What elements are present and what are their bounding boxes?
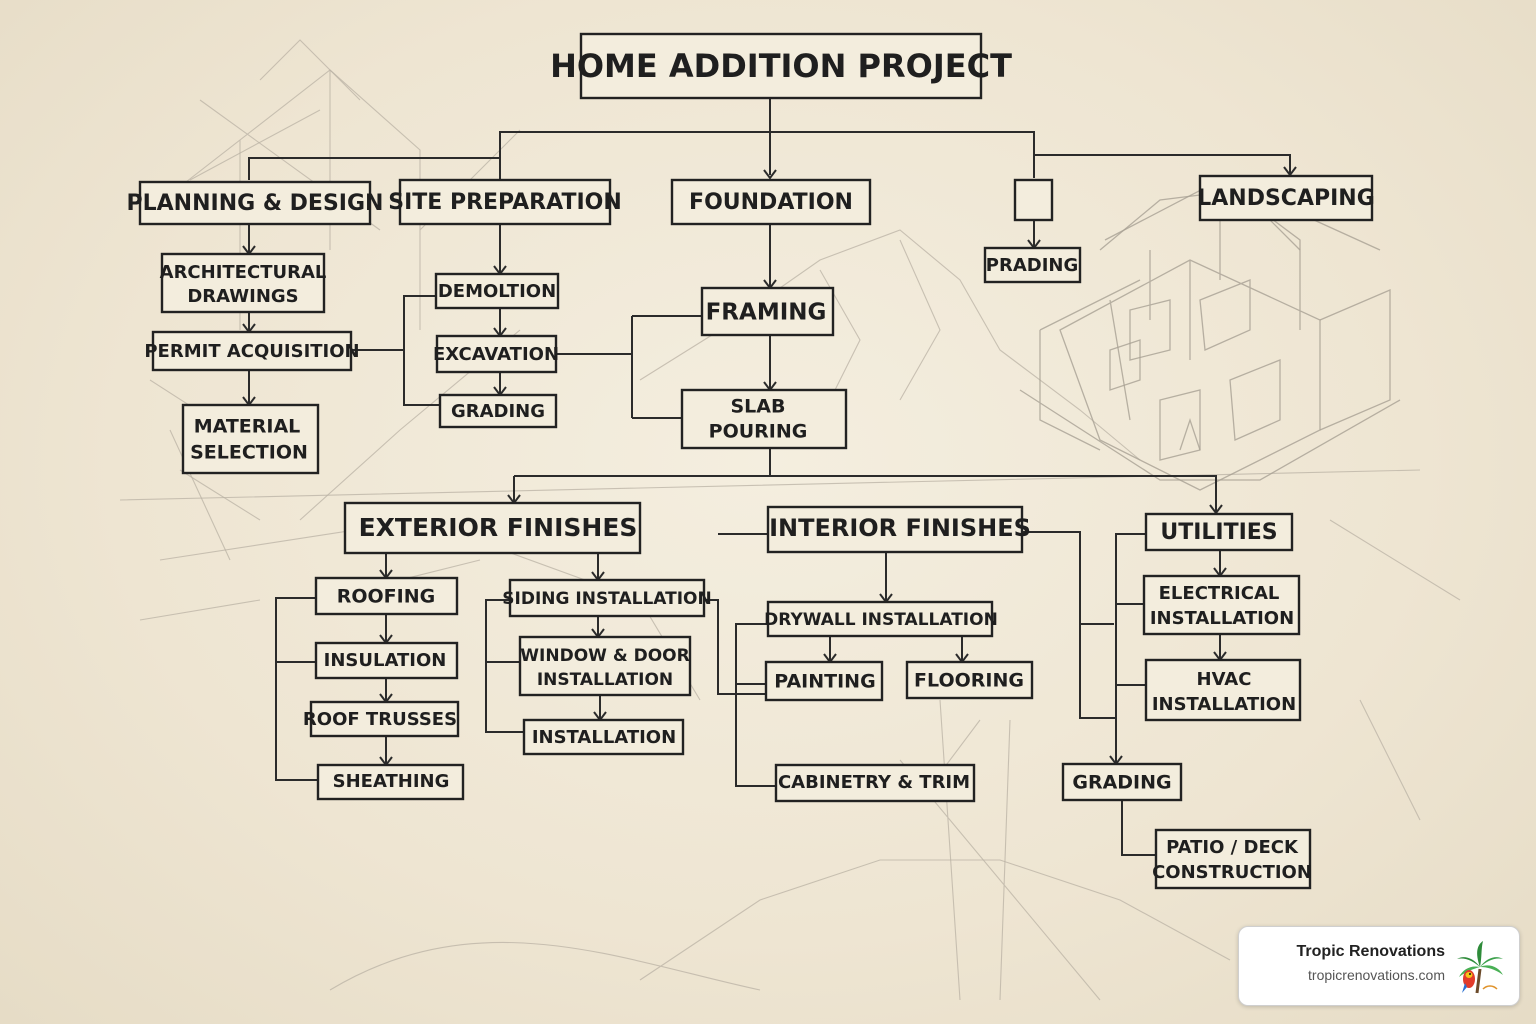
svg-text:UTILITIES: UTILITIES [1160, 520, 1277, 545]
svg-text:ELECTRICAL: ELECTRICAL [1159, 583, 1280, 604]
svg-text:EXCAVATION: EXCAVATION [433, 344, 559, 365]
svg-text:SLAB: SLAB [731, 396, 786, 418]
node-roof-trusses: ROOF TRUSSES [303, 700, 460, 738]
svg-text:SITE PREPARATION: SITE PREPARATION [388, 190, 622, 215]
node-electrical-installation: ELECTRICAL INSTALLATION [1142, 574, 1301, 636]
svg-text:FOUNDATION: FOUNDATION [689, 190, 853, 215]
node-flooring: FLOORING [905, 660, 1034, 700]
node-siding-installation: SIDING INSTALLATION [502, 578, 712, 618]
svg-text:ROOF TRUSSES: ROOF TRUSSES [303, 709, 457, 730]
svg-text:WINDOW & DOOR: WINDOW & DOOR [520, 646, 689, 666]
node-slab-pouring: SLAB POURING [680, 388, 848, 450]
svg-text:INSULATION: INSULATION [324, 650, 447, 671]
node-exterior-finishes: EXTERIOR FINISHES [343, 501, 642, 555]
svg-text:PRADING: PRADING [986, 255, 1078, 276]
svg-text:INSTALLATION: INSTALLATION [532, 727, 676, 748]
node-grading-landscape: GRADING [1061, 762, 1183, 802]
svg-text:PAINTING: PAINTING [774, 671, 875, 693]
node-interior-finishes: INTERIOR FINISHES [766, 505, 1031, 554]
background-sketch [119, 39, 1461, 1001]
node-window-door-installation: WINDOW & DOOR INSTALLATION [518, 635, 692, 697]
node-planning-design: PLANNING & DESIGN [127, 180, 384, 226]
svg-text:ARCHITECTURAL: ARCHITECTURAL [160, 262, 327, 283]
node-material-selection: MATERIAL SELECTION [181, 403, 320, 475]
brand-badge[interactable]: Tropic Renovations tropicrenovations.com [1238, 926, 1520, 1006]
node-grading-site: GRADING [438, 393, 558, 429]
node-painting: PAINTING [764, 660, 884, 702]
node-roofing: ROOFING [314, 576, 459, 616]
node-landscaping: LANDSCAPING [1197, 174, 1375, 222]
node-blank [1013, 178, 1054, 222]
svg-text:INSTALLATION: INSTALLATION [537, 670, 673, 690]
node-insulation: INSULATION [314, 641, 459, 680]
svg-text:GRADING: GRADING [1072, 772, 1171, 794]
node-patio-deck-construction: PATIO / DECK CONSTRUCTION [1152, 828, 1312, 890]
svg-text:INTERIOR FINISHES: INTERIOR FINISHES [769, 514, 1031, 542]
brand-name: Tropic Renovations [1296, 943, 1445, 960]
svg-text:INSTALLATION: INSTALLATION [1152, 694, 1296, 715]
node-site-preparation: SITE PREPARATION [388, 178, 622, 226]
svg-text:CONSTRUCTION: CONSTRUCTION [1152, 862, 1312, 883]
connector-lines [248, 98, 1291, 856]
svg-text:EXTERIOR FINISHES: EXTERIOR FINISHES [359, 513, 638, 542]
node-installation: INSTALLATION [522, 718, 685, 756]
brand-url[interactable]: tropicrenovations.com [1308, 967, 1445, 983]
node-demolition: DEMOLTION [434, 272, 560, 310]
svg-text:DRYWALL INSTALLATION: DRYWALL INSTALLATION [764, 610, 998, 630]
svg-text:MATERIAL: MATERIAL [194, 416, 301, 438]
node-utilities: UTILITIES [1144, 512, 1294, 552]
palm-tree-parrot-logo-icon [1457, 941, 1503, 994]
node-hvac-installation: HVAC INSTALLATION [1144, 658, 1302, 722]
node-cabinetry-trim: CABINETRY & TRIM [774, 763, 976, 803]
svg-text:ROOFING: ROOFING [337, 586, 435, 608]
svg-text:FLOORING: FLOORING [914, 670, 1024, 692]
svg-text:CABINETRY & TRIM: CABINETRY & TRIM [778, 772, 970, 793]
node-framing: FRAMING [700, 286, 835, 337]
svg-text:INSTALLATION: INSTALLATION [1150, 608, 1294, 629]
arrowheads [242, 166, 1297, 767]
svg-text:PERMIT ACQUISITION: PERMIT ACQUISITION [144, 341, 359, 362]
svg-text:HVAC: HVAC [1197, 669, 1252, 690]
svg-text:FRAMING: FRAMING [706, 300, 827, 326]
svg-text:DEMOLTION: DEMOLTION [438, 281, 556, 302]
svg-text:SHEATHING: SHEATHING [333, 771, 450, 792]
svg-text:PATIO / DECK: PATIO / DECK [1166, 837, 1299, 858]
svg-text:SIDING INSTALLATION: SIDING INSTALLATION [502, 589, 711, 609]
node-foundation: FOUNDATION [670, 178, 872, 226]
diagram-title-node: HOME ADDITION PROJECT [550, 32, 1012, 100]
node-drywall-installation: DRYWALL INSTALLATION [764, 600, 998, 638]
node-architectural-drawings: ARCHITECTURAL DRAWINGS [160, 252, 327, 314]
svg-text:POURING: POURING [709, 421, 808, 443]
node-sheathing: SHEATHING [316, 763, 465, 801]
brand-badge-text: Tropic Renovations tropicrenovations.com [1297, 943, 1445, 983]
node-excavation: EXCAVATION [433, 334, 559, 374]
svg-text:SELECTION: SELECTION [190, 442, 308, 464]
node-permit-acquisition: PERMIT ACQUISITION [144, 330, 360, 372]
svg-text:GRADING: GRADING [451, 401, 545, 422]
svg-text:DRAWINGS: DRAWINGS [187, 286, 298, 307]
diagram-title: HOME ADDITION PROJECT [550, 47, 1012, 85]
svg-text:LANDSCAPING: LANDSCAPING [1197, 186, 1375, 211]
node-prading: PRADING [983, 246, 1082, 284]
svg-text:PLANNING & DESIGN: PLANNING & DESIGN [127, 191, 384, 216]
